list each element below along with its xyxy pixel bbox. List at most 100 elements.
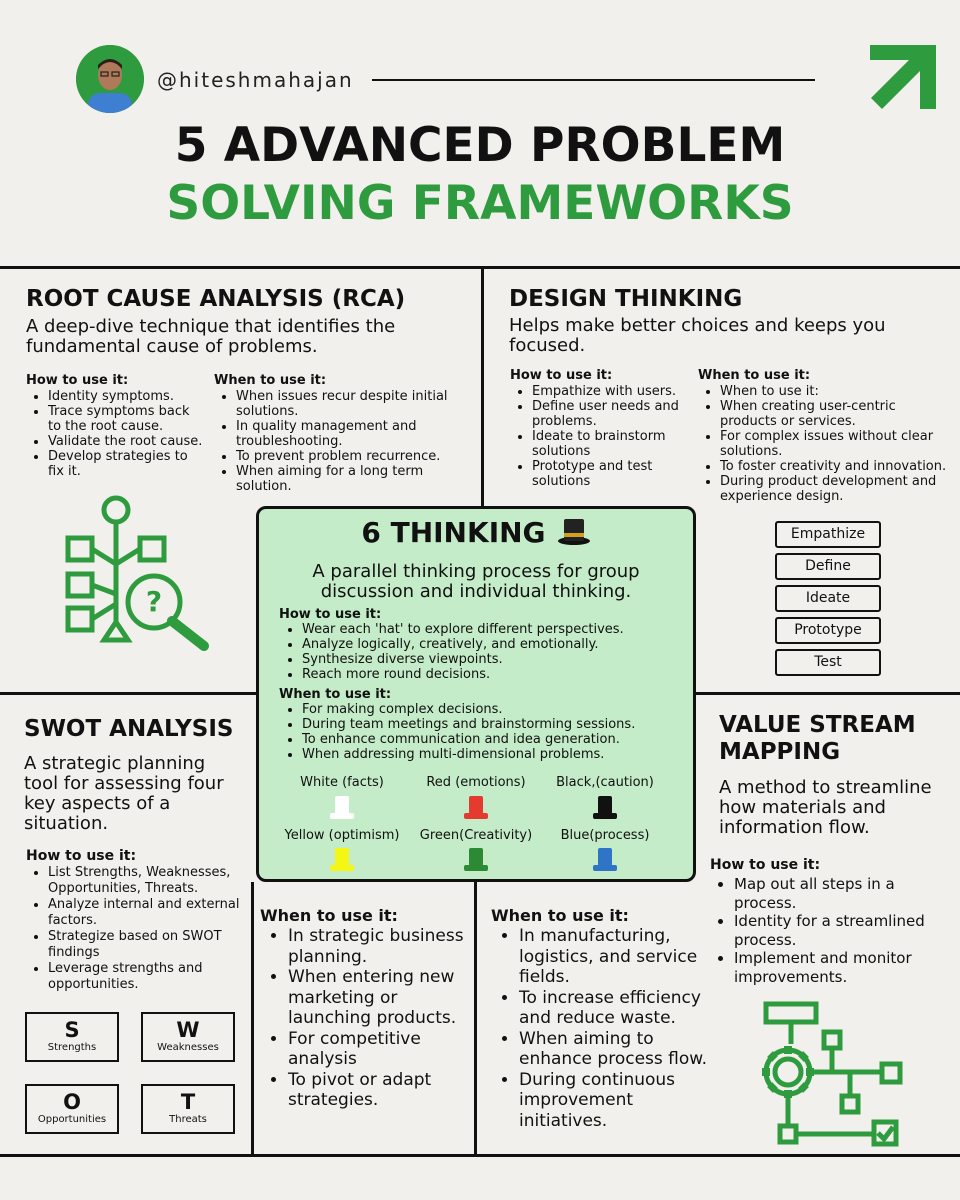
- black-hat-icon: [592, 795, 618, 825]
- yellow-hat-icon: [329, 847, 355, 877]
- design-description: Helps make better choices and keeps you …: [509, 315, 886, 356]
- design-when-list: When to use it: When creating user-centr…: [700, 384, 950, 504]
- hat-label-white: White (facts): [300, 775, 384, 790]
- header-divider: [372, 79, 815, 81]
- top-hat-icon: [557, 516, 591, 550]
- vsm-how-heading: How to use it:: [710, 857, 821, 873]
- list-item: When entering new marketing or launching…: [288, 967, 472, 1029]
- list-item: Implement and monitor improvements.: [734, 949, 944, 986]
- step-ideate: Ideate: [775, 585, 881, 612]
- vsm-title-line2: MAPPING: [719, 739, 841, 765]
- page-title-line2: SOLVING FRAMEWORKS: [166, 176, 794, 231]
- author-handle[interactable]: @hiteshmahajan: [157, 68, 354, 92]
- list-item: Validate the root cause.: [48, 434, 203, 449]
- list-item: To foster creativity and innovation.: [720, 459, 950, 474]
- grid-line-bottom-mid: [474, 882, 477, 1154]
- hat-label-blue: Blue(process): [560, 828, 650, 843]
- vsm-when-list: In manufacturing, logistics, and service…: [493, 926, 713, 1131]
- vsm-when-heading: When to use it:: [491, 906, 629, 925]
- list-item: When issues recur despite initial soluti…: [236, 389, 456, 419]
- swot-box-weaknesses: W Weaknesses: [141, 1012, 235, 1062]
- hats-how-heading: How to use it:: [279, 607, 382, 622]
- hats-when-heading: When to use it:: [279, 687, 392, 702]
- design-how-heading: How to use it:: [510, 368, 613, 383]
- hat-label-yellow: Yellow (optimism): [284, 828, 400, 843]
- step-empathize: Empathize: [775, 521, 881, 548]
- rca-when-list: When issues recur despite initial soluti…: [216, 389, 456, 494]
- red-hat-icon: [463, 795, 489, 825]
- list-item: Empathize with users.: [532, 384, 692, 399]
- swot-box-opportunities: O Opportunities: [25, 1084, 119, 1134]
- grid-line-right-mid: [696, 692, 960, 695]
- root-cause-tree-magnifier-icon: ?: [62, 494, 212, 654]
- swot-word: Strengths: [47, 1042, 97, 1053]
- swot-box-threats: T Threats: [141, 1084, 235, 1134]
- list-item: For competitive analysis: [288, 1029, 472, 1070]
- blue-hat-icon: [592, 847, 618, 877]
- list-item: For complex issues without clear solutio…: [720, 429, 950, 459]
- gear-flowchart-icon: [756, 1000, 906, 1150]
- list-item: List Strengths, Weaknesses, Opportunitie…: [48, 865, 248, 897]
- swot-how-list: List Strengths, Weaknesses, Opportunitie…: [28, 865, 248, 993]
- grid-line-mid-top: [481, 266, 484, 506]
- list-item: Analyze logically, creatively, and emoti…: [302, 637, 682, 652]
- list-item: When aiming to enhance process flow.: [519, 1029, 713, 1070]
- vsm-title-line1: VALUE STREAM: [719, 712, 916, 738]
- list-item: Define user needs and problems.: [532, 399, 692, 429]
- svg-text:?: ?: [146, 585, 162, 618]
- swot-letter: T: [180, 1090, 196, 1114]
- swot-box-strengths: S Strengths: [25, 1012, 119, 1062]
- vsm-how-list: Map out all steps in a process. Identity…: [714, 875, 944, 986]
- swot-title: SWOT ANALYSIS: [24, 716, 234, 742]
- rca-how-heading: How to use it:: [26, 373, 129, 388]
- swot-letter: S: [64, 1018, 80, 1042]
- design-how-list: Empathize with users. Define user needs …: [512, 384, 692, 489]
- list-item: During product development and experienc…: [720, 474, 950, 504]
- vsm-description: A method to streamline how materials and…: [719, 777, 932, 838]
- page-title-line1: 5 ADVANCED PROBLEM: [174, 118, 786, 173]
- list-item: Wear each 'hat' to explore different per…: [302, 622, 682, 637]
- list-item: Reach more round decisions.: [302, 667, 682, 682]
- step-test: Test: [775, 649, 881, 676]
- swot-word: Weaknesses: [157, 1042, 219, 1053]
- step-define: Define: [775, 553, 881, 580]
- grid-line-left-mid: [0, 692, 256, 695]
- design-title: DESIGN THINKING: [509, 286, 743, 312]
- grid-line-bottom: [0, 1154, 960, 1157]
- rca-title: ROOT CAUSE ANALYSIS (RCA): [26, 286, 406, 312]
- swot-when-list: In strategic business planning. When ent…: [262, 926, 472, 1111]
- grid-line-bottom-left: [251, 882, 254, 1154]
- hats-description: A parallel thinking process for group di…: [312, 561, 640, 602]
- hats-title-row: 6 THINKING: [256, 516, 696, 550]
- design-when-heading: When to use it:: [698, 368, 811, 383]
- swot-description: A strategic planning tool for assessing …: [24, 753, 224, 834]
- list-item: Strategize based on SWOT findings: [48, 929, 248, 961]
- swot-when-heading: When to use it:: [260, 906, 398, 925]
- list-item: To pivot or adapt strategies.: [288, 1070, 472, 1111]
- list-item: Map out all steps in a process.: [734, 875, 944, 912]
- swot-word: Threats: [169, 1114, 207, 1125]
- green-hat-icon: [463, 847, 489, 877]
- list-item: Analyze internal and external factors.: [48, 897, 248, 929]
- hat-label-red: Red (emotions): [426, 775, 526, 790]
- list-item: When creating user-centric products or s…: [720, 399, 950, 429]
- list-item: Synthesize diverse viewpoints.: [302, 652, 682, 667]
- list-item: For making complex decisions.: [302, 702, 682, 717]
- arrow-up-right-icon: [868, 45, 938, 111]
- swot-letter: W: [176, 1018, 200, 1042]
- hats-when-list: For making complex decisions. During tea…: [282, 702, 682, 762]
- list-item: When to use it:: [720, 384, 950, 399]
- list-item: Trace symptoms back to the root cause.: [48, 404, 203, 434]
- rca-when-heading: When to use it:: [214, 373, 327, 388]
- list-item: In manufacturing, logistics, and service…: [519, 926, 713, 988]
- list-item: In quality management and troubleshootin…: [236, 419, 456, 449]
- list-item: When addressing multi-dimensional proble…: [302, 747, 682, 762]
- hat-label-black: Black,(caution): [556, 775, 654, 790]
- list-item: Identity for a streamlined process.: [734, 912, 944, 949]
- list-item: To enhance communication and idea genera…: [302, 732, 682, 747]
- list-item: To prevent problem recurrence.: [236, 449, 456, 464]
- swot-how-heading: How to use it:: [26, 848, 137, 864]
- list-item: To increase efficiency and reduce waste.: [519, 988, 713, 1029]
- hat-label-green: Green(Creativity): [419, 828, 533, 843]
- swot-letter: O: [63, 1090, 81, 1114]
